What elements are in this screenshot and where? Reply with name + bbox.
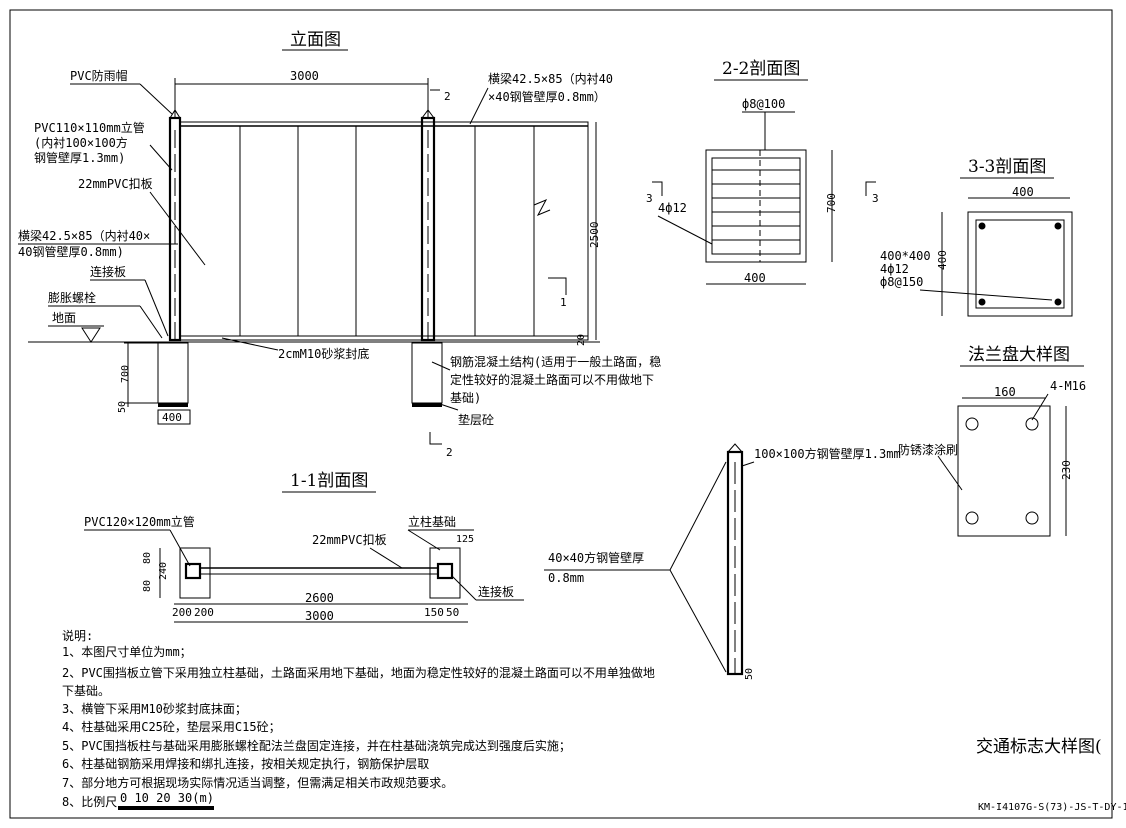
note-5: 5、PVC围挡板柱与基础采用膨胀螺栓配法兰盘固定连接，并在柱基础浇筑完成达到强度… [62, 738, 571, 753]
section-1-1: 1-1剖面图 80 80 240 200 200 2600 150 50 300… [84, 471, 524, 623]
svg-text:80: 80 [142, 552, 153, 564]
label-panel-sec: 22mmPVC扣板 [312, 533, 387, 547]
sec33-title: 3-3剖面图 [968, 157, 1046, 177]
note-8: 8、比例尺 [62, 795, 117, 809]
left-footing [157, 342, 189, 404]
label-paint: 防锈漆涂刷 [898, 442, 958, 457]
label-connector: 连接板 [90, 264, 126, 279]
height-dimension: 2500 [588, 222, 601, 249]
note-7: 7、部分地方可根据现场实际情况适当调整，但需满足相关市政规范要求。 [62, 775, 453, 790]
label-tube-40: 40×40方钢管壁厚 [548, 550, 644, 565]
sec33-body [967, 211, 1073, 317]
svg-text:230: 230 [1060, 460, 1073, 480]
scale-bar [118, 806, 214, 810]
flange-plate [957, 405, 1051, 537]
label-connector-sec: 连接板 [478, 584, 514, 599]
svg-text:0.8mm: 0.8mm [548, 571, 584, 585]
label-tube-100: 100×100方钢管壁厚1.3mm [754, 446, 901, 461]
svg-text:80: 80 [142, 580, 153, 592]
note-1: 1、本图尺寸单位为mm； [62, 644, 192, 659]
svg-text:×40钢管壁厚0.8mm）: ×40钢管壁厚0.8mm） [488, 89, 606, 104]
notes: 说明: 1、本图尺寸单位为mm； 2、PVC围挡板立管下采用独立柱基础，土路面采… [62, 628, 655, 810]
drawing-code: KM-I4107G-S(73)-JS-T-DY-1 [978, 802, 1126, 813]
note-2b: 下基础。 [62, 684, 110, 698]
svg-text:(内衬100×100方: (内衬100×100方 [34, 135, 128, 150]
label-top-beam: 横梁42.5×85（内衬40 [488, 71, 613, 86]
sheet-title: 交通标志大样图( [976, 737, 1102, 757]
label-pvc-cap: PVC防雨帽 [70, 68, 128, 83]
sec11-title: 1-1剖面图 [290, 471, 368, 491]
svg-text:3: 3 [646, 192, 653, 205]
elevation-view: 立面图 3000 2500 20 2 1 [18, 30, 661, 459]
svg-text:50: 50 [744, 668, 755, 680]
svg-text:400: 400 [162, 411, 182, 424]
span-dimension: 3000 [290, 69, 319, 83]
label-ground: 地面 [52, 311, 76, 325]
svg-text:2: 2 [444, 90, 451, 103]
svg-text:4ф12: 4ф12 [880, 262, 909, 276]
notes-heading: 说明: [62, 628, 93, 643]
flange-detail: 法兰盘大样图 160 4-M16 230 防锈漆涂刷 [898, 345, 1086, 537]
sheet-border [9, 9, 1113, 819]
right-footing [411, 342, 443, 404]
label-cushion: 垫层砼 [458, 412, 494, 427]
label-rc-structure: 钢筋混凝土结构(适用于一般土路面，稳 [450, 354, 661, 369]
svg-text:160: 160 [994, 385, 1016, 399]
svg-text:125: 125 [456, 534, 474, 545]
label-low-beam: 横梁42.5×85（内衬40× [18, 228, 150, 243]
svg-text:钢管壁厚1.3mm): 钢管壁厚1.3mm) [34, 150, 125, 165]
label-footing: 立柱基础 [408, 514, 456, 529]
label-post: PVC110×110mm立管 [34, 120, 145, 135]
note-4: 4、柱基础采用C25砼，垫层采用C15砼； [62, 719, 281, 734]
svg-text:50: 50 [446, 606, 459, 619]
svg-text:2600: 2600 [305, 591, 334, 605]
label-bolt: 膨胀螺栓 [48, 290, 96, 305]
note-6: 6、柱基础钢筋采用焊接和绑扎连接，按相关规定执行，钢筋保护层取 [62, 756, 429, 771]
svg-text:200: 200 [172, 606, 192, 619]
svg-text:200: 200 [194, 606, 214, 619]
note-3: 3、横管下采用M10砂浆封底抹面； [62, 701, 247, 716]
sec22-title: 2-2剖面图 [722, 59, 800, 79]
svg-text:2: 2 [446, 446, 453, 459]
svg-text:400: 400 [936, 250, 949, 270]
label-panel: 22mmPVC扣板 [78, 177, 153, 191]
scale-label: 0 10 20 30(m) [120, 791, 214, 805]
svg-text:ф8@150: ф8@150 [880, 275, 923, 289]
svg-text:400*400: 400*400 [880, 249, 931, 263]
svg-text:3000: 3000 [305, 609, 334, 623]
fence-panel [179, 121, 589, 341]
svg-text:基础): 基础) [450, 391, 481, 405]
section-2-2: 2-2剖面图 ф8@100 700 400 4ф12 3 3 [646, 59, 879, 285]
svg-text:ф8@100: ф8@100 [742, 97, 785, 111]
svg-text:40钢管壁厚0.8mm): 40钢管壁厚0.8mm) [18, 244, 124, 259]
svg-text:700: 700 [825, 193, 838, 213]
label-mortar: 2cmM10砂浆封底 [278, 346, 369, 361]
section-3-3: 3-3剖面图 400 400 400*400 4ф12 ф8@150 [880, 157, 1073, 317]
svg-text:20: 20 [576, 334, 587, 346]
label-pvc-pipe: PVC120×120mm立管 [84, 514, 195, 529]
post-detail: 100×100方钢管壁厚1.3mm 50 40×40方钢管壁厚 0.8mm [544, 443, 901, 680]
svg-text:240: 240 [158, 562, 169, 580]
svg-text:1: 1 [560, 296, 567, 309]
svg-text:50: 50 [117, 401, 128, 413]
note-2: 2、PVC围挡板立管下采用独立柱基础，土路面采用地下基础，地面为稳定性较好的混凝… [62, 665, 655, 680]
flange-title: 法兰盘大样图 [968, 345, 1070, 365]
svg-text:3: 3 [872, 192, 879, 205]
svg-text:定性较好的混凝土路面可以不用做地下: 定性较好的混凝土路面可以不用做地下 [450, 372, 654, 387]
svg-text:700: 700 [120, 365, 131, 383]
sec22-body [705, 149, 807, 263]
svg-text:4-M16: 4-M16 [1050, 379, 1086, 393]
elevation-title: 立面图 [290, 30, 341, 50]
svg-text:150: 150 [424, 606, 444, 619]
svg-text:400: 400 [1012, 185, 1034, 199]
svg-text:400: 400 [744, 271, 766, 285]
svg-text:4ф12: 4ф12 [658, 201, 687, 215]
